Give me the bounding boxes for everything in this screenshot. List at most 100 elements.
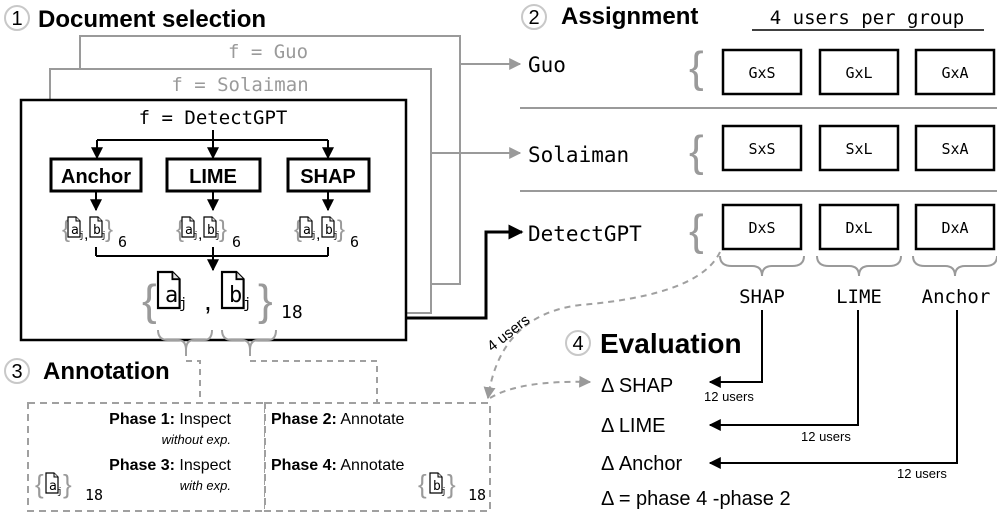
step-number: 4 (572, 333, 583, 355)
method-box-anchor (49, 157, 143, 193)
doc-sub: j (243, 296, 251, 312)
step-number: 1 (11, 8, 22, 30)
group-label: DxA (941, 219, 968, 237)
brace-close: } (219, 216, 227, 243)
doc-count: 18 (468, 486, 486, 504)
brace-open: { (35, 469, 44, 499)
users-flow-arrow (483, 251, 721, 400)
phase-sub: with exp. (180, 478, 231, 493)
doc-b-label: b (93, 223, 101, 238)
column-label-shap: SHAP (739, 286, 785, 308)
doc-comma: , (198, 226, 202, 243)
eval-arrows (708, 310, 958, 469)
section-title: Annotation (43, 358, 170, 385)
phase-label: Phase 4: (271, 457, 337, 474)
phase-text: Annotate (340, 411, 404, 428)
section-title: Evaluation (600, 328, 742, 359)
section-title: Document selection (38, 6, 266, 33)
phase-box-inspect (27, 402, 266, 512)
method-box-shap (286, 157, 371, 193)
group-label: SxL (845, 140, 872, 158)
brace-close: } (447, 469, 456, 499)
brace-close: } (258, 276, 273, 325)
brace-close: } (105, 216, 113, 243)
row-label: Guo (528, 53, 566, 77)
method-label-shap: SHAP (300, 166, 356, 188)
doc-b-label: b (433, 479, 441, 494)
phase-label: Phase 1: (109, 411, 175, 428)
svg-text:Phase 1: Inspect: Phase 1: Inspect (109, 411, 231, 428)
group-label: SxA (941, 140, 968, 158)
doc-sub: j (333, 231, 338, 241)
annotation-connector-a (185, 350, 201, 402)
doc-pair-lime: { a j , b j } 6 (176, 216, 241, 251)
step-number: 3 (11, 361, 22, 383)
phase-4: Phase 4: Annotate (271, 457, 405, 474)
section-1-header: 1 Document selection (4, 5, 266, 33)
doc-sub: j (311, 231, 316, 241)
svg-text:Phase 2: Annotate: Phase 2: Annotate (271, 411, 405, 428)
doc-count: 18 (281, 302, 303, 323)
users-12-lime: 12 users (801, 429, 851, 444)
phase-doc-a: { a j } 18 (35, 469, 103, 504)
step-circle (521, 4, 547, 30)
phase-label: Phase 3: (109, 457, 175, 474)
brace-open: { (418, 469, 427, 499)
brace-close: } (63, 469, 72, 499)
phase-doc-b: { b j } 18 (418, 469, 486, 504)
merge-tree (95, 247, 329, 272)
delta-shap: Δ SHAP (601, 375, 673, 397)
doc-a-label: a (303, 223, 311, 238)
phase-2: Phase 2: Annotate (271, 411, 405, 428)
method-tree-top (91, 130, 334, 160)
assignment-row-detectgpt: DetectGPT { DxS DxL DxA (528, 203, 996, 255)
assignment-row-solaiman: Solaiman { SxS SxL SxA (528, 124, 996, 176)
column-label-anchor: Anchor (922, 286, 991, 308)
section-2-header: 2 Assignment 4 users per group (521, 3, 984, 31)
doc-comma: , (204, 285, 212, 316)
group-box (914, 203, 996, 251)
frame-solaiman-label: f = Solaiman (171, 74, 308, 96)
brace-open: { (142, 276, 157, 325)
doc-a-label: a (49, 479, 57, 494)
brace-open: { (689, 127, 704, 176)
doc-a-label: a (165, 283, 178, 308)
doc-count: 6 (350, 233, 359, 251)
row-label: DetectGPT (528, 222, 642, 246)
group-label: DxL (845, 219, 872, 237)
delta-lime: Δ LIME (601, 415, 666, 437)
row-label: Solaiman (528, 143, 629, 167)
doc-a-label: a (185, 223, 193, 238)
doc-b-label: b (207, 223, 215, 238)
delta-formula: Δ = phase 4 -phase 2 (601, 488, 791, 510)
users-12-shap: 12 users (704, 389, 754, 404)
brace-close: } (337, 216, 345, 243)
annotation-to-eval-arrow (489, 375, 592, 399)
phase-label: Phase 2: (271, 411, 337, 428)
doc-sub: j (179, 296, 187, 312)
method-label-anchor: Anchor (61, 166, 131, 188)
brace-open: { (176, 216, 184, 243)
delta-anchor: Δ Anchor (601, 453, 683, 475)
doc-sub: j (79, 231, 84, 241)
step-circle (4, 5, 30, 31)
doc-count: 18 (85, 486, 103, 504)
section-3-header: 3 Annotation (4, 358, 170, 385)
doc-sub: j (57, 487, 62, 497)
phase-3: Phase 3: Inspect with exp. (109, 457, 231, 493)
brace-open: { (62, 216, 70, 243)
doc-sub: j (101, 231, 106, 241)
column-label-lime: LIME (836, 286, 882, 308)
doc-count: 6 (118, 233, 127, 251)
frame-detectgpt-label: f = DetectGPT (139, 107, 288, 129)
method-to-docs-arrows (90, 191, 334, 212)
users-12-anchor: 12 users (897, 466, 947, 481)
doc-comma: , (316, 226, 320, 243)
section-4-header: 4 Evaluation (565, 328, 742, 359)
doc-a-label: a (71, 223, 79, 238)
group-label: GxS (748, 64, 775, 82)
doc-count: 6 (232, 233, 241, 251)
group-box (721, 124, 803, 172)
step-circle (565, 330, 591, 356)
